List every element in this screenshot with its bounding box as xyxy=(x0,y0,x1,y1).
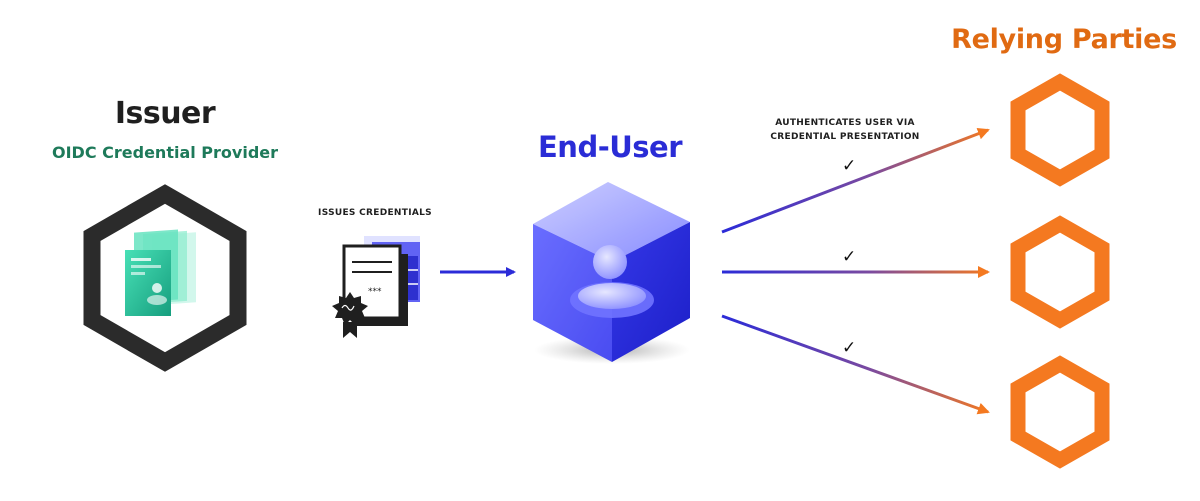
relying-party-hexagon-icon xyxy=(1010,73,1110,187)
presentation-arrow-1 xyxy=(721,127,990,234)
check-mark-icon: ✓ xyxy=(842,156,857,176)
user-cube-icon xyxy=(533,182,690,364)
relying-parties-title: Relying Parties xyxy=(951,24,1177,55)
check-mark-icon: ✓ xyxy=(842,247,857,267)
presentation-label-line1: AUTHENTICATES USER VIA xyxy=(775,118,915,128)
relying-party-hexagon-icon xyxy=(1010,215,1110,329)
credential-certificate-icon: *** xyxy=(332,236,420,338)
presentation-label-line2: CREDENTIAL PRESENTATION xyxy=(770,132,920,142)
issuer-subtitle: OIDC Credential Provider xyxy=(51,143,279,162)
check-mark-icon: ✓ xyxy=(842,338,857,358)
svg-text:***: *** xyxy=(368,287,382,297)
presentation-arrow-3 xyxy=(721,314,990,415)
issuer-title: Issuer xyxy=(114,96,216,131)
relying-party-hexagon-icon xyxy=(1010,355,1110,469)
end-user-title: End-User xyxy=(537,130,683,164)
issues-credentials-label: ISSUES CREDENTIALS xyxy=(318,208,432,218)
issuer-hexagon-icon xyxy=(83,184,247,372)
relying-parties xyxy=(1010,73,1110,469)
issuer-credential-stack-icon xyxy=(125,229,196,316)
presentation-arrows xyxy=(721,127,990,415)
